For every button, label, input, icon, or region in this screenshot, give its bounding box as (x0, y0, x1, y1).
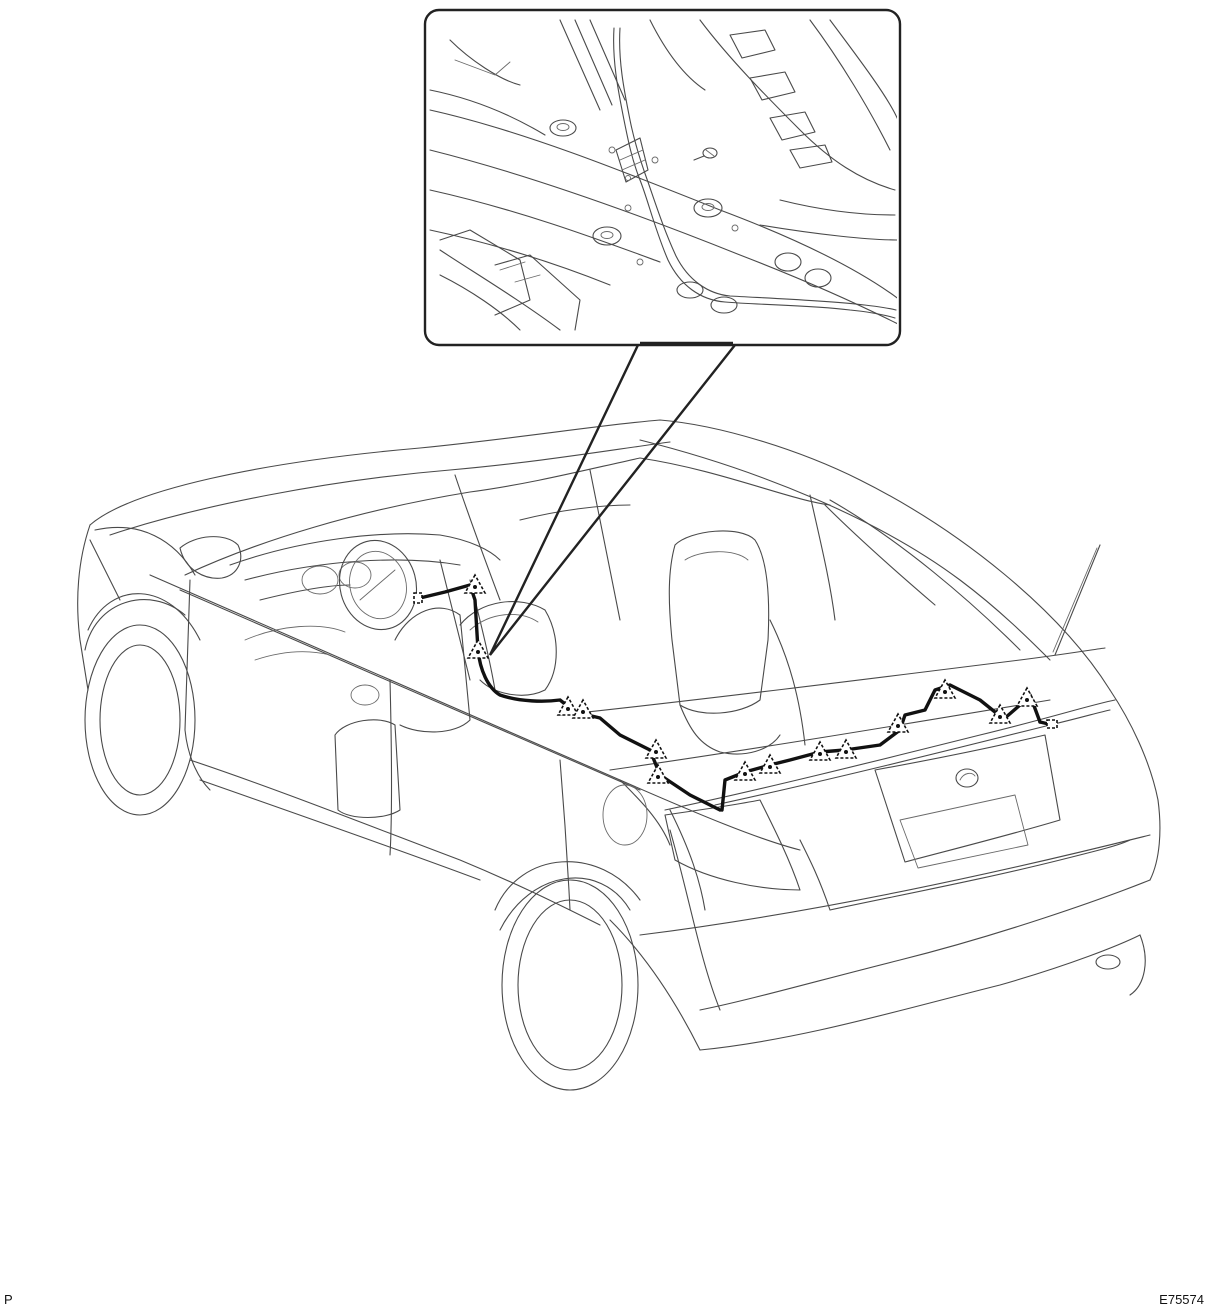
dashed-triangle-clip-icon (808, 740, 832, 761)
harness-connector (413, 592, 423, 604)
harness-clips (413, 573, 1058, 784)
dashed-triangle-clip-icon (733, 760, 757, 781)
dashed-triangle-clip-icon (1015, 686, 1039, 707)
dashed-triangle-clip-icon (834, 738, 858, 759)
bolt-icon (693, 147, 718, 161)
front-wheel (84, 593, 201, 816)
detail-view-artwork (429, 19, 897, 331)
dashed-triangle-clip-icon (556, 695, 580, 716)
dashed-triangle-clip-icon (886, 712, 910, 733)
dashed-triangle-clip-icon (933, 678, 957, 699)
rear-wheel (494, 861, 641, 1091)
dashed-triangle-clip-icon (646, 763, 670, 784)
dashed-triangle-clip-icon (644, 738, 668, 759)
dashed-triangle-clip-icon (988, 703, 1012, 724)
dashed-triangle-clip-icon (758, 753, 782, 774)
harness-connector (1046, 719, 1058, 729)
dashed-triangle-clip-icon (463, 573, 487, 594)
figure-code: E75574 (1159, 1292, 1204, 1307)
detail-callout (423, 8, 902, 656)
corner-label-left: P (4, 1292, 13, 1307)
dashed-triangle-clip-icon (571, 698, 595, 719)
dashed-triangle-clip-icon (466, 638, 490, 659)
brand-emblem-icon (955, 768, 979, 788)
interior-outline (229, 469, 1106, 846)
